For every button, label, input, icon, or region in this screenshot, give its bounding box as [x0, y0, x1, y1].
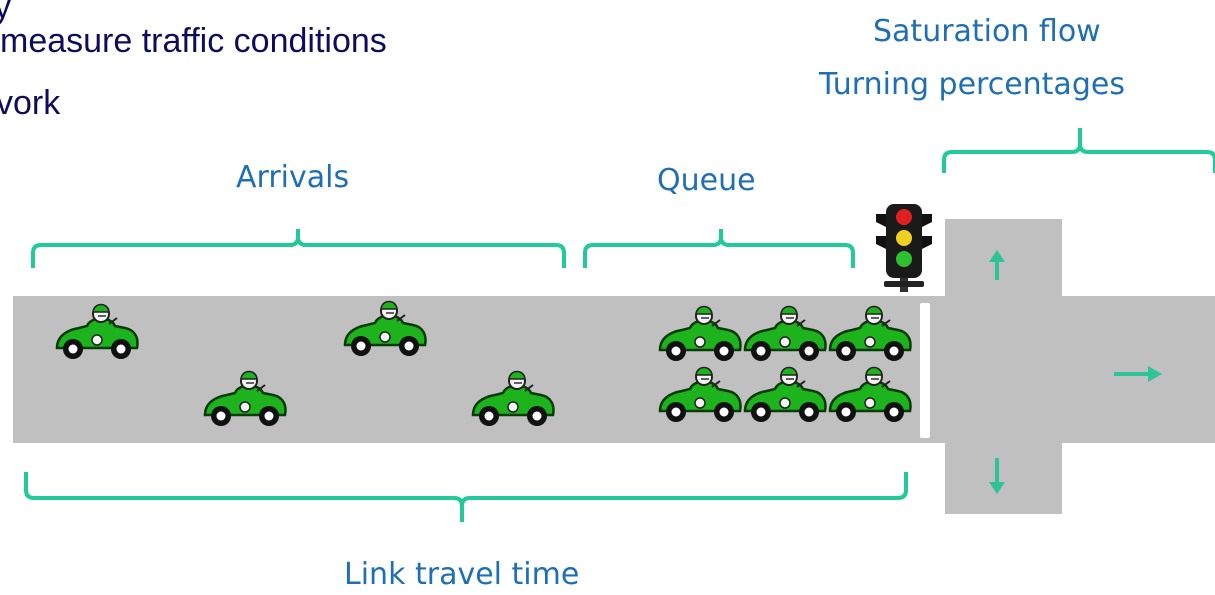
road-cross-street: [945, 219, 1062, 514]
arrivals-bracket: [31, 229, 566, 268]
slide-text-line-2: measure traffic conditions: [0, 22, 387, 60]
queue-bracket: [583, 229, 855, 268]
stop-line: [920, 303, 930, 438]
link-travel-time-label: Link travel time: [344, 557, 580, 592]
arrow-right-icon: [1114, 366, 1162, 382]
arrow-down-icon: [989, 458, 1005, 494]
slide-text-line-1: y: [0, 0, 11, 26]
arrow-up-icon: [989, 250, 1005, 280]
slide-text-line-3: vork: [0, 84, 61, 122]
saturation-flow-label: Saturation flow: [873, 14, 1101, 49]
traffic-light-icon: [876, 204, 932, 292]
arrivals-label: Arrivals: [236, 160, 350, 195]
turning-percentages-label: Turning percentages: [819, 67, 1125, 102]
turning-bracket: [942, 128, 1215, 173]
link-travel-time-bracket: [24, 472, 908, 522]
queue-label: Queue: [657, 163, 756, 198]
